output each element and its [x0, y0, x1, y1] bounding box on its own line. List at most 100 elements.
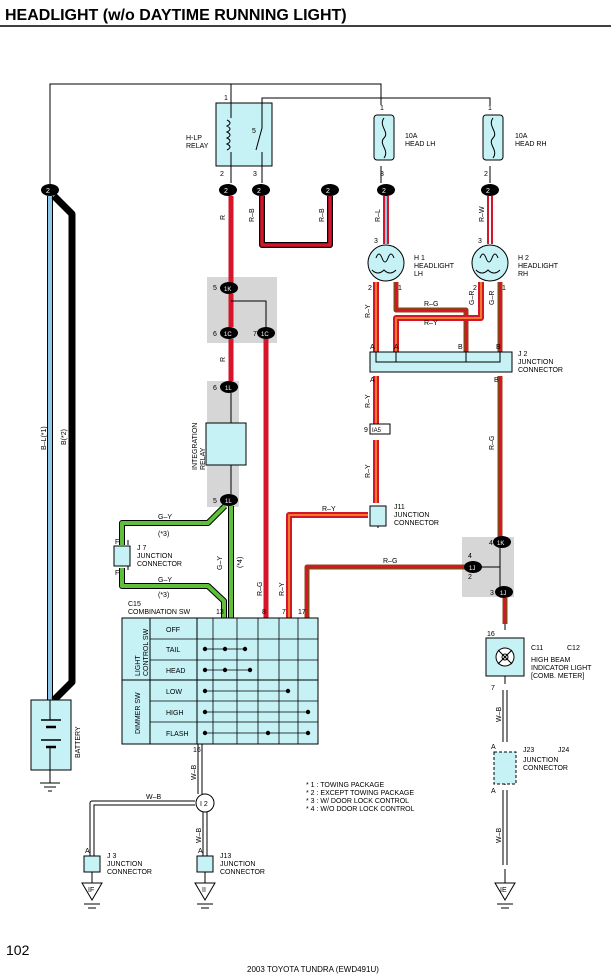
wire-label-g-r1: G–R [469, 291, 476, 305]
note-3b: (*3) [158, 592, 169, 599]
wire-label-r-g2: R–G [489, 436, 496, 450]
fuse-rh-pin-1: 1 [488, 105, 492, 112]
wire-r-g-1j-c15 [304, 564, 466, 618]
c15-pos-head: HEAD [166, 668, 185, 675]
c15-pin-13: 13 [216, 609, 224, 616]
connector-2-r-b: 2 [321, 184, 339, 196]
h-lp-relay-pin-5: 5 [252, 128, 256, 135]
j2-junction-connector [369, 351, 513, 373]
connector-1l-top: 1L [220, 381, 238, 393]
page-number: 102 [6, 942, 30, 958]
footnotes: * 1 : TOWING PACKAGE * 2 : EXCEPT TOWING… [306, 782, 415, 813]
j23-name: J23 [523, 747, 534, 754]
pin-1j-a: 4 [468, 553, 472, 560]
wire-label-g-y1: G–Y [158, 514, 172, 521]
c12-name: C12 [567, 645, 580, 652]
h-lp-relay-pin-2: 2 [220, 171, 224, 178]
wire-label-r-b2: R–B [319, 208, 326, 222]
thin-wires [49, 83, 506, 883]
wire-label-r-y1: R–Y [365, 304, 372, 318]
j2-pin-b2: B [496, 344, 501, 351]
ground-ie-icon [494, 882, 516, 909]
wire-labels: B–L(*1) B(*2) R R–B R–B R–L R–W R–Y R–G … [41, 206, 503, 843]
ground-ie-label: IE [500, 887, 507, 894]
connector-1c-left: 1C [220, 327, 238, 339]
page-title: HEADLIGHT (w/o DAYTIME RUNNING LIGHT) [5, 7, 347, 24]
battery-label: BATTERY [75, 726, 82, 758]
j2-pin-a3: A [370, 377, 375, 384]
wire-label-r-w: R–W [479, 206, 486, 222]
wire-label-w-b5: W–B [496, 828, 503, 844]
svg-text:1J: 1J [469, 566, 475, 572]
h-lp-relay-pin-1: 1 [224, 95, 228, 102]
svg-text:2: 2 [46, 188, 50, 195]
j7-pin-f1: F [115, 539, 119, 546]
wire-w-b-j3-fill [90, 801, 195, 856]
c15-pos-tail: TAIL [166, 647, 180, 654]
wire-label-r-y5: R–Y [322, 506, 336, 513]
j7-junction-connector [113, 545, 131, 567]
h-lp-relay-pin-3: 3 [253, 171, 257, 178]
connector-1j-in: 1J [464, 561, 482, 573]
svg-text:2: 2 [486, 188, 490, 195]
c15-pos-flash: FLASH [166, 731, 189, 738]
integration-relay [205, 422, 247, 466]
c15-pin-16: 16 [193, 747, 201, 754]
svg-text:2: 2 [326, 188, 330, 195]
connector-2-fuse-lh: 2 [377, 184, 395, 196]
high-beam-lamp-icon [495, 647, 515, 667]
footnote-1: * 1 : TOWING PACKAGE [306, 782, 385, 789]
wire-label-r-y6: R–Y [279, 582, 286, 596]
pin-1j-c: 2 [468, 574, 472, 581]
connector-1l-bot: 1L [220, 494, 238, 506]
svg-text:2: 2 [224, 188, 228, 195]
wire-label-r-y2: R–Y [424, 320, 438, 327]
svg-text:1J: 1J [500, 591, 506, 597]
h2-pin-3: 3 [478, 238, 482, 245]
fuse-head-lh [373, 114, 395, 161]
j2-pin-b1: B [458, 344, 463, 351]
fuse-lh-pin-1: 1 [380, 105, 384, 112]
battery-ground-icon [40, 782, 60, 792]
note-3a: (*3) [158, 531, 169, 538]
connector-i2: I 2 [195, 793, 215, 813]
svg-text:1K: 1K [224, 287, 231, 293]
svg-text:1L: 1L [225, 499, 232, 505]
wire-b [51, 193, 76, 703]
wire-w-b-j3 [89, 800, 195, 856]
j2-pin-b3: B [494, 377, 499, 384]
svg-text:IA5: IA5 [372, 428, 382, 434]
h1-pin-2: 2 [368, 285, 372, 292]
integration-relay-label: INTEGRATIONRELAY [192, 423, 207, 470]
wire-g-y-top [119, 503, 228, 545]
connector-2-relay-a: 2 [219, 184, 237, 196]
wire-label-r-g1: R–G [424, 301, 438, 308]
c15-pin-7: 7 [282, 609, 286, 616]
j7-pin-f2: F [115, 570, 119, 577]
wire-g-y-top-fill [120, 504, 227, 545]
wire-label-w-b2: W–B [146, 794, 162, 801]
wire-label-g-y3: G–Y [217, 556, 224, 570]
pin-1l-top: 6 [213, 385, 217, 392]
svg-text:2: 2 [382, 188, 386, 195]
j3-pin: A [85, 848, 90, 855]
connector-2-relay-b: 2 [252, 184, 270, 196]
j13-pin: A [198, 848, 203, 855]
wire-label-w-b1: W–B [191, 765, 198, 781]
note-4: (*4) [237, 557, 244, 568]
j3-junction-connector [83, 855, 101, 873]
j23-junction-connector [493, 751, 517, 785]
wire-label-r1: R [220, 215, 227, 220]
connector-ia5: IA5 [369, 423, 391, 435]
ground-ii-icon [194, 882, 216, 909]
wire-label-r-y4: R–Y [365, 464, 372, 478]
c15-pos-high: HIGH [166, 710, 184, 717]
wire-r-g-1j-c15-fill [306, 566, 466, 618]
